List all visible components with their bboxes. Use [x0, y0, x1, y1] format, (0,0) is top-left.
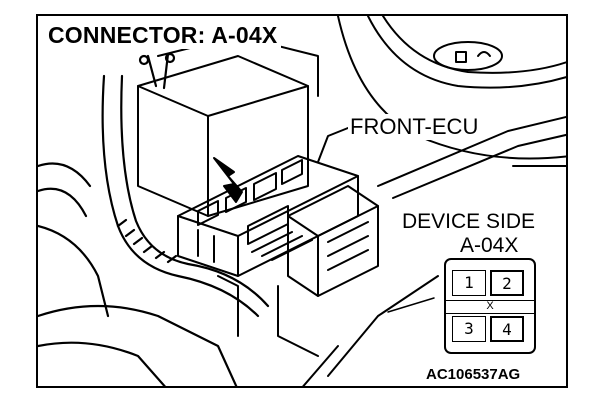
device-connector-label: A-04X — [460, 234, 519, 258]
pin-1: 1 — [452, 270, 486, 296]
connector-x-mark: X — [446, 300, 534, 314]
ecu-leader-line — [317, 127, 349, 163]
figure-code: AC106537AG — [424, 366, 523, 383]
connector-pinout: 1 2 X 3 4 — [444, 258, 536, 354]
pointer-arrow — [213, 157, 243, 203]
front-ecu-block — [177, 155, 379, 357]
front-ecu-label: FRONT-ECU — [348, 114, 481, 140]
connector-title: CONNECTOR: A-04X — [48, 22, 282, 49]
pin-4: 4 — [490, 316, 524, 342]
device-side-label: DEVICE SIDE — [402, 210, 536, 234]
wiring-harness — [38, 52, 270, 386]
engine-bay-illustration — [38, 16, 566, 386]
pin-2: 2 — [490, 270, 524, 296]
pin-3: 3 — [452, 316, 486, 342]
diagram-frame: CONNECTOR: A-04X FRONT-ECU DEVICE SIDE A… — [36, 14, 568, 388]
